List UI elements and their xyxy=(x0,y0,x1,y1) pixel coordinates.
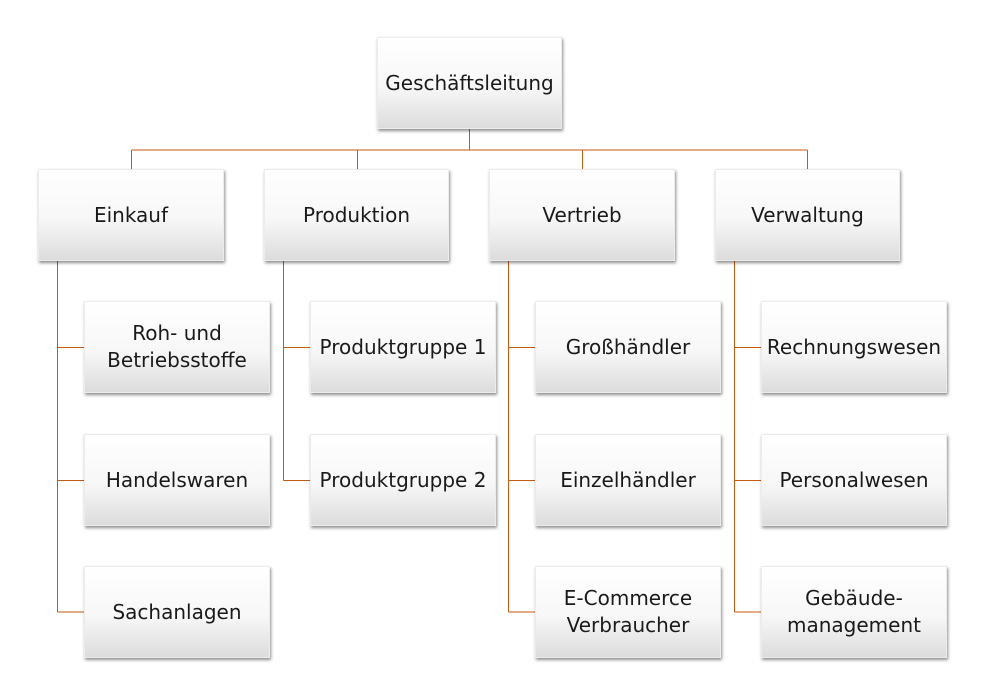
node-sachanlagen: Sachanlagen xyxy=(84,566,270,658)
node-gebaeudemanagement: Gebäude- management xyxy=(761,566,947,658)
node-produktgruppe-1: Produktgruppe 1 xyxy=(310,301,496,393)
node-roh-und-betriebsstoffe: Roh- und Betriebsstoffe xyxy=(84,301,270,393)
node-einkauf: Einkauf xyxy=(38,169,224,261)
node-grosshaendler: Großhändler xyxy=(535,301,721,393)
node-rechnungswesen: Rechnungswesen xyxy=(761,301,947,393)
node-geschaeftsleitung: Geschäftsleitung xyxy=(377,37,562,129)
node-produktgruppe-2: Produktgruppe 2 xyxy=(310,434,496,526)
node-personalwesen: Personalwesen xyxy=(761,434,947,526)
node-verwaltung: Verwaltung xyxy=(715,169,900,261)
node-vertrieb: Vertrieb xyxy=(489,169,675,261)
node-einzelhaendler: Einzelhändler xyxy=(535,434,721,526)
node-handelswaren: Handelswaren xyxy=(84,434,270,526)
node-produktion: Produktion xyxy=(264,169,449,261)
node-e-commerce-verbraucher: E-Commerce Verbraucher xyxy=(535,566,721,658)
